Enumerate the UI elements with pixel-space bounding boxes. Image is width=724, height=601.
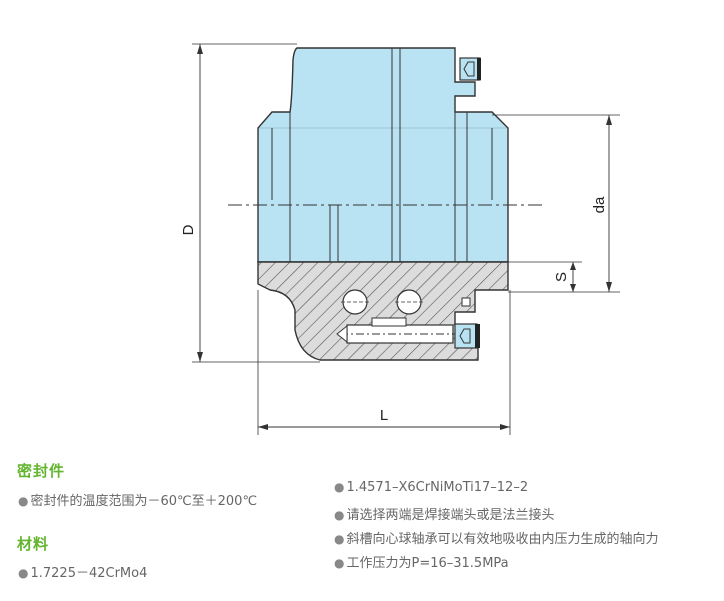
lower-notch — [461, 297, 471, 307]
screw-upper-icon — [459, 57, 481, 81]
dimension-L — [257, 290, 511, 435]
spec-item: ●1.4571–X6CrNiMoTi17–12–2 — [334, 480, 529, 495]
bullet-icon: ● — [334, 508, 345, 522]
spec-item: ●斜槽向心球轴承可以有效地吸收由内压力生成的轴向力 — [334, 532, 659, 547]
bearing-ball-icon — [341, 289, 369, 315]
dimension-D-label: D — [180, 224, 197, 235]
dimension-S-label: S — [553, 272, 570, 282]
bullet-icon: ● — [18, 494, 29, 508]
bullet-icon: ● — [334, 556, 345, 570]
dimension-D — [192, 43, 320, 363]
bearing-ball-icon — [395, 289, 423, 315]
rotary-joint-section-drawing: D L da S — [180, 43, 620, 435]
spec-item: ●请选择两端是焊接端头或是法兰接头 — [334, 508, 555, 523]
dimension-da — [492, 114, 620, 293]
bullet-icon: ● — [334, 480, 345, 494]
dimension-da-label: da — [591, 196, 608, 213]
material-heading: 材料 — [17, 535, 50, 553]
dimension-L-label: L — [380, 407, 388, 424]
housing-upper-section — [257, 47, 509, 263]
seal-heading: 密封件 — [17, 462, 66, 480]
bore-channel-step — [371, 317, 407, 327]
spec-item: ●工作压力为P=16–31.5MPa — [334, 556, 509, 571]
shaft-insert — [329, 204, 339, 268]
material-spec-item: ●1.7225－42CrMo4 — [18, 566, 148, 581]
seal-spec-item: ●密封件的温度范围为－60℃至＋200℃ — [18, 494, 258, 509]
bullet-icon: ● — [18, 566, 29, 580]
bore-tip — [336, 324, 348, 344]
dimension-S — [508, 261, 582, 292]
bullet-icon: ● — [334, 532, 345, 546]
screw-lower-icon — [454, 323, 480, 349]
